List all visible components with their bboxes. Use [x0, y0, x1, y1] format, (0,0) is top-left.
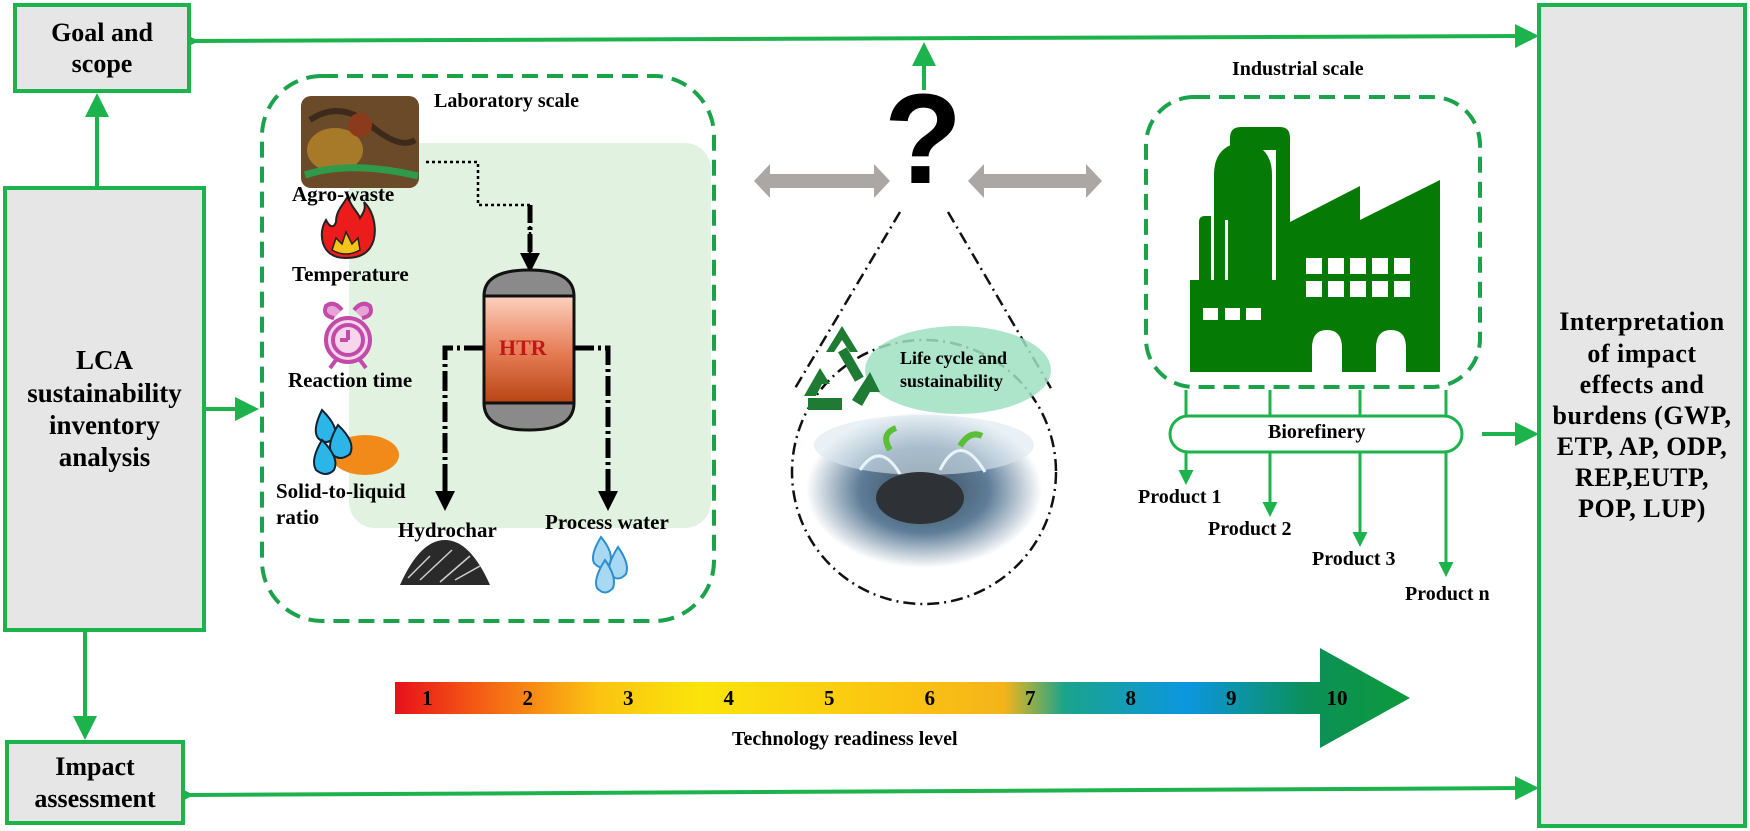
trl-level-3: 3	[623, 686, 634, 710]
product-n-label: Product n	[1405, 583, 1490, 605]
hydrochar-label: Hydrochar	[398, 518, 497, 542]
trl-level-5: 5	[824, 686, 835, 710]
agro-waste-image	[301, 96, 419, 188]
factory-windows	[1203, 220, 1410, 372]
water-drops-solid-icon	[313, 408, 399, 475]
trl-level-8: 8	[1125, 686, 1137, 710]
industrial-title: Industrial scale	[1232, 58, 1364, 80]
water-drops-icon	[591, 535, 628, 594]
goal-scope-box: Goal and scope	[13, 3, 191, 93]
product-2-label: Product 2	[1208, 518, 1292, 540]
impact-assessment-label: Impact assessment	[34, 752, 156, 813]
solid-liquid-label: Solid-to-liquid ratio	[276, 479, 406, 530]
flame-icon	[320, 192, 376, 260]
biorefinery-capsule	[1168, 414, 1464, 454]
gray-double-arrow-right	[968, 164, 1102, 198]
impact-interpretation-arrow	[169, 776, 1539, 808]
trl-level-6: 6	[924, 686, 936, 710]
trl-level-7: 7	[1025, 686, 1036, 710]
question-mark-icon: ?	[884, 68, 963, 211]
biorefinery-label: Biorefinery	[1268, 421, 1366, 443]
laboratory-container	[260, 74, 716, 623]
product-1-label: Product 1	[1138, 486, 1222, 508]
water-splash-image	[806, 412, 1042, 568]
alarm-clock-icon	[323, 301, 373, 370]
interpretation-label: Interpretation of impact effects and bur…	[1552, 307, 1732, 524]
lifecycle-bubble-text: Life cycle and sustainability	[900, 348, 1007, 391]
feed-line	[426, 160, 532, 270]
laboratory-title: Laboratory scale	[434, 90, 579, 112]
trl-arrow	[395, 648, 1410, 748]
trl-level-4: 4	[723, 686, 735, 710]
trl-level-1: 1	[422, 686, 433, 710]
gray-double-arrow-left	[754, 164, 890, 198]
htr-label: HTR	[499, 335, 547, 360]
product-3-label: Product 3	[1312, 548, 1396, 570]
hydrochar-pile-icon	[400, 540, 490, 585]
recycle-icon	[804, 326, 880, 410]
goal-interpretation-arrow	[174, 24, 1539, 54]
trl-level-2: 2	[522, 686, 534, 710]
goal-scope-label: Goal and scope	[51, 17, 153, 78]
agro-waste-label: Agro-waste	[292, 182, 395, 206]
process-water-label: Process water	[545, 510, 669, 534]
trl-level-10: 10	[1326, 686, 1348, 710]
trl-label: Technology readiness level	[732, 728, 958, 750]
biorefinery-input-lines	[1184, 390, 1448, 415]
lifecycle-circle	[790, 338, 1058, 606]
trl-level-9: 9	[1226, 686, 1237, 710]
interpretation-box: Interpretation of impact effects and bur…	[1537, 3, 1747, 828]
industrial-container	[1144, 95, 1482, 389]
inventory-label: LCA sustainability inventory analysis	[27, 345, 182, 473]
htr-reactor	[482, 268, 576, 432]
reaction-time-label: Reaction time	[288, 368, 413, 392]
temperature-label: Temperature	[292, 262, 409, 286]
inventory-box: LCA sustainability inventory analysis	[3, 186, 206, 632]
impact-assessment-box: Impact assessment	[5, 740, 185, 825]
lifecycle-bubble	[865, 326, 1051, 414]
